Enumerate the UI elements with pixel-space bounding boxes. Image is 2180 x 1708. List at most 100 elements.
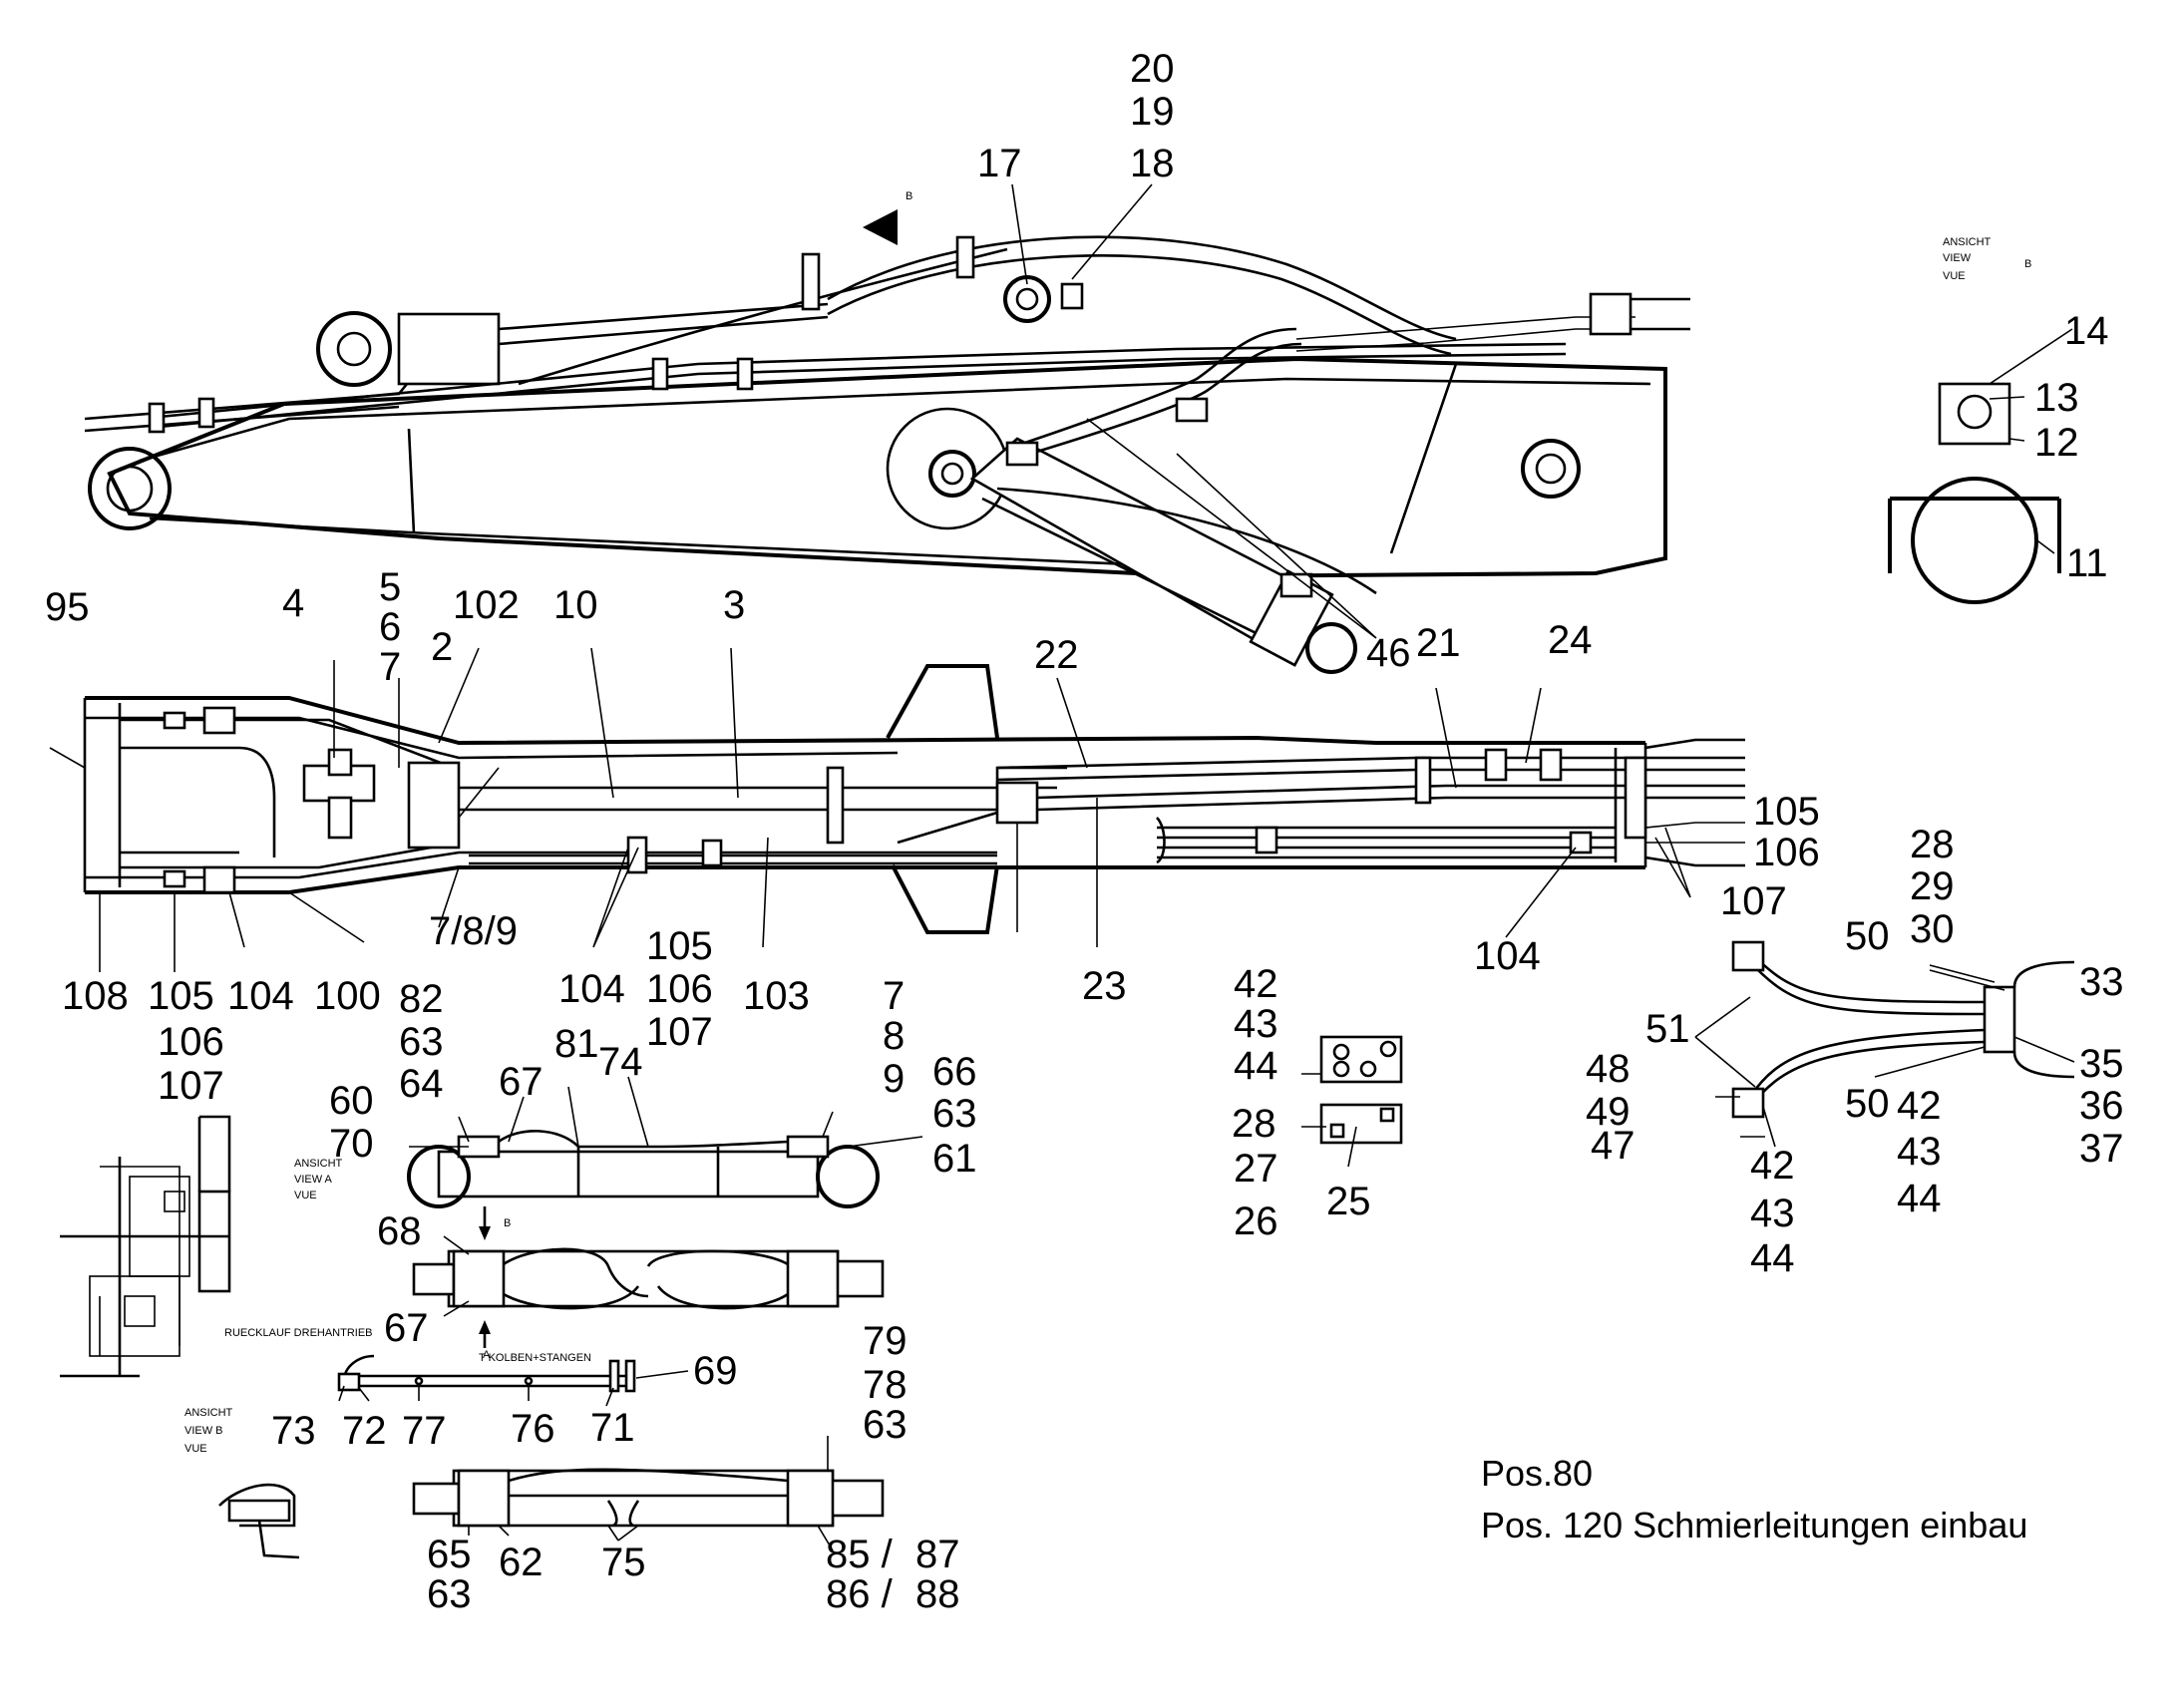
- callout-63-a: 63: [399, 1020, 444, 1064]
- callout-35: 35: [2079, 1042, 2124, 1086]
- callout-95: 95: [45, 585, 90, 629]
- view-b-small: ANSICHT VIEW B VUE: [184, 1407, 300, 1559]
- callout-62: 62: [499, 1540, 544, 1584]
- callout-20: 20: [1130, 47, 1175, 91]
- callout-106-mid: 106: [646, 967, 713, 1011]
- callout-107-left: 107: [158, 1064, 224, 1108]
- hose-bundle-detail: [1731, 940, 2075, 1119]
- view-a-title-ansicht: ANSICHT: [294, 1158, 343, 1170]
- callout-108: 108: [62, 974, 129, 1018]
- callout-67-a: 67: [499, 1060, 544, 1104]
- callout-42-plates: 42: [1234, 962, 1278, 1006]
- callout-2: 2: [431, 625, 453, 669]
- callout-30: 30: [1910, 907, 1955, 951]
- callout-69: 69: [693, 1349, 738, 1393]
- view-a-arrow-label: A: [483, 1349, 491, 1361]
- callout-21: 21: [1416, 621, 1461, 665]
- callout-71: 71: [590, 1406, 635, 1450]
- callout-28-right: 28: [1910, 823, 1955, 866]
- callout-12: 12: [2034, 421, 2079, 465]
- callout-106-right: 106: [1753, 831, 1820, 874]
- callout-26: 26: [1234, 1199, 1278, 1243]
- callout-63-c: 63: [863, 1403, 908, 1447]
- callout-8: 8: [883, 1014, 905, 1058]
- callout-10: 10: [553, 583, 598, 627]
- boom-top-view: [83, 664, 1745, 934]
- callout-79: 79: [863, 1319, 908, 1363]
- view-b3-title-vue: VUE: [184, 1443, 207, 1455]
- callout-60: 60: [329, 1079, 374, 1123]
- callout-5: 5: [379, 565, 401, 609]
- callout-43-plates: 43: [1234, 1002, 1278, 1046]
- piston-rod-label: T KOLBEN+STANGEN: [479, 1352, 591, 1364]
- callout-51: 51: [1645, 1007, 1690, 1051]
- callout-37: 37: [2079, 1127, 2124, 1171]
- view-a-title-view: VIEW A: [294, 1174, 333, 1186]
- view-b-title-letter: B: [2024, 258, 2031, 270]
- callout-102: 102: [453, 583, 520, 627]
- callout-17: 17: [977, 142, 1022, 185]
- callout-72: 72: [342, 1409, 387, 1453]
- callout-67-b: 67: [384, 1306, 429, 1350]
- callout-61: 61: [932, 1137, 977, 1181]
- note-pos-80: Pos.80: [1481, 1453, 1593, 1494]
- clamp-view-b: ANSICHT VIEW B VUE: [1888, 236, 2061, 604]
- callout-33: 33: [2079, 960, 2124, 1004]
- callout-6: 6: [379, 605, 401, 649]
- leader-lines: [49, 183, 2075, 1551]
- callout-70: 70: [329, 1122, 374, 1166]
- callout-105-mid: 105: [646, 924, 713, 968]
- callout-66: 66: [932, 1050, 977, 1094]
- view-b-title-view: VIEW: [1943, 252, 1972, 264]
- view-a-title-vue: VUE: [294, 1190, 317, 1201]
- callout-13: 13: [2034, 376, 2079, 420]
- boom-side-view: B: [84, 190, 1690, 674]
- callout-74: 74: [598, 1040, 643, 1084]
- callout-11: 11: [2066, 541, 2108, 585]
- callout-50-top: 50: [1845, 914, 1890, 958]
- callout-18: 18: [1130, 142, 1175, 185]
- callout-78: 78: [863, 1363, 908, 1407]
- view-b3-title-ansicht: ANSICHT: [184, 1407, 233, 1419]
- cylinder-top-view-1: B A: [412, 1206, 885, 1361]
- callout-28-plates: 28: [1232, 1102, 1276, 1146]
- callout-23: 23: [1082, 964, 1127, 1008]
- view-b3-title-view: VIEW B: [184, 1425, 223, 1437]
- callout-106-left: 106: [158, 1020, 224, 1064]
- callout-85: 85 /: [826, 1533, 894, 1576]
- assembly-notes: Pos.80 Pos. 120 Schmierleitungen einbau: [1481, 1453, 2027, 1545]
- cylinder-view-a: ANSICHT VIEW A VUE: [294, 1130, 880, 1208]
- callout-43-right: 43: [1897, 1130, 1942, 1174]
- callout-76: 76: [511, 1407, 555, 1451]
- callout-105-right: 105: [1753, 790, 1820, 834]
- callout-44-bottom: 44: [1750, 1236, 1795, 1280]
- callout-103: 103: [743, 974, 810, 1018]
- callout-104-left: 104: [227, 974, 294, 1018]
- callout-46: 46: [1366, 631, 1411, 675]
- callout-43-bottom: 43: [1750, 1192, 1795, 1235]
- callout-65: 65: [427, 1533, 472, 1576]
- callout-25: 25: [1326, 1180, 1371, 1223]
- callout-104-mid: 104: [558, 967, 625, 1011]
- callout-73: 73: [271, 1409, 316, 1453]
- callout-14: 14: [2064, 309, 2109, 353]
- callout-50-bottom: 50: [1845, 1082, 1890, 1126]
- callout-104-right: 104: [1474, 934, 1541, 978]
- callout-3: 3: [723, 583, 745, 627]
- callout-88: 88: [915, 1572, 960, 1616]
- callout-82: 82: [399, 977, 444, 1021]
- callout-7-top: 7: [379, 645, 401, 689]
- view-b-arrow-label: B: [906, 190, 912, 202]
- callout-48: 48: [1586, 1047, 1631, 1091]
- callout-4: 4: [282, 581, 304, 625]
- view-b-title-vue: VUE: [1943, 270, 1966, 282]
- callout-7-mid: 7: [883, 974, 905, 1018]
- callout-100: 100: [314, 974, 381, 1018]
- callout-44-right: 44: [1897, 1177, 1942, 1220]
- lube-line-view-b: RUECKLAUF DREHANTRIEB T KOLBEN+STANGEN: [224, 1327, 636, 1393]
- callout-81: 81: [554, 1022, 599, 1066]
- callout-63-d: 63: [427, 1572, 472, 1616]
- callout-64: 64: [399, 1062, 444, 1106]
- callout-107-mid: 107: [646, 1010, 713, 1054]
- callout-49: 49: [1586, 1090, 1631, 1134]
